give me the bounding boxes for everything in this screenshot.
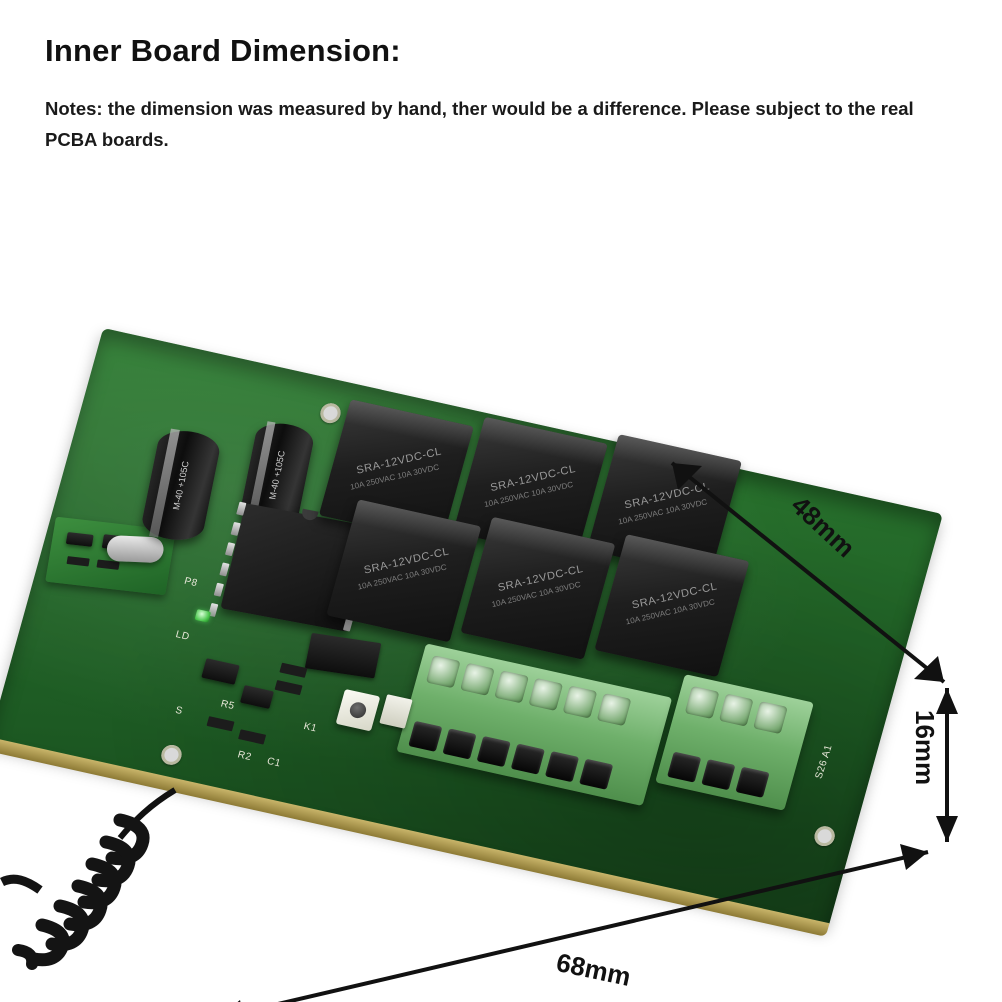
terminal-port bbox=[544, 751, 580, 783]
smd-component bbox=[65, 532, 94, 547]
resistor bbox=[66, 556, 90, 567]
terminal-screw bbox=[425, 655, 461, 689]
antenna-tail bbox=[0, 874, 43, 894]
capacitor-label: M-40 +105C bbox=[170, 460, 191, 511]
dimension-label-width: 68mm bbox=[553, 947, 634, 992]
terminal-port bbox=[442, 728, 477, 760]
terminal-port bbox=[476, 735, 511, 768]
terminal-screws bbox=[684, 685, 788, 735]
pcb-assembly: M-40 +105C M-40 +105C bbox=[0, 328, 962, 972]
terminal-port bbox=[408, 720, 443, 752]
antenna-coil bbox=[12, 813, 150, 970]
crystal-oscillator bbox=[105, 535, 165, 564]
capacitor-label: M-40 +105C bbox=[267, 450, 287, 501]
notes-text: Notes: the dimension was measured by han… bbox=[45, 98, 914, 150]
terminal-port bbox=[667, 751, 702, 783]
terminal-port bbox=[510, 743, 545, 775]
terminal-screw bbox=[753, 701, 788, 735]
ic-notch bbox=[300, 508, 319, 522]
terminal-port bbox=[579, 758, 614, 790]
terminal-screw bbox=[460, 662, 495, 696]
terminal-port bbox=[701, 759, 736, 791]
terminal-screw bbox=[494, 670, 530, 704]
terminal-screw bbox=[684, 685, 720, 720]
terminal-screw bbox=[596, 693, 632, 727]
product-photo: M-40 +105C M-40 +105C bbox=[0, 190, 1002, 1002]
terminal-screw bbox=[528, 677, 564, 711]
dimension-label-height: 16mm bbox=[910, 710, 940, 786]
page-title: Inner Board Dimension: bbox=[45, 33, 401, 68]
terminal-port bbox=[735, 766, 770, 798]
terminal-screw bbox=[718, 693, 754, 727]
terminal-screw bbox=[562, 685, 598, 719]
